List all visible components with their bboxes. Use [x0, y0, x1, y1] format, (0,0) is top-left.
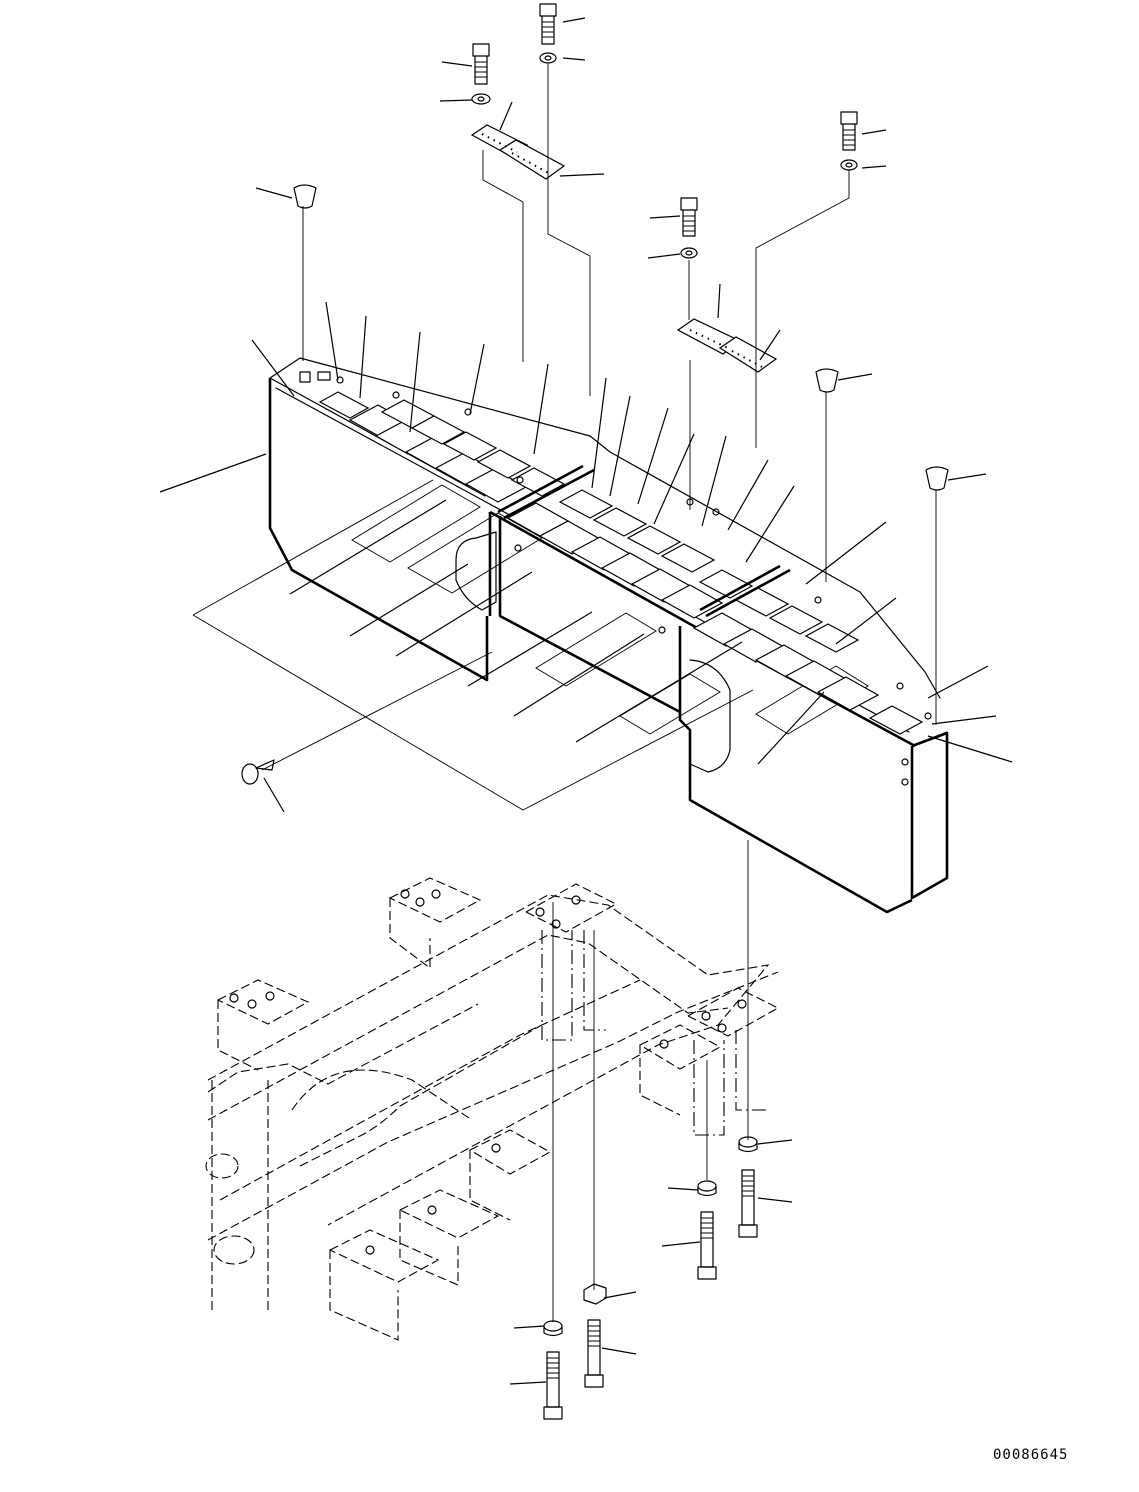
washer-icon: [697, 1180, 717, 1197]
bolt-icon: [584, 1319, 604, 1388]
callout-leaders: [159, 17, 1013, 1385]
assembly-lines: [192, 64, 937, 1322]
cutout-window: [689, 659, 731, 773]
washer-icon: [543, 1320, 563, 1337]
bottom-hardware-group: [543, 1136, 758, 1420]
washer-icon: [840, 159, 858, 171]
rubber-plug-icon: [293, 184, 317, 209]
floor-plates: [299, 371, 932, 735]
cover-assembly: [268, 357, 949, 914]
cutout-window: [455, 531, 497, 611]
screw-icon: [241, 759, 275, 785]
rubber-plug-icon: [815, 368, 839, 393]
revolving-frame: [205, 877, 780, 1341]
bolt-icon: [472, 43, 490, 85]
washer-icon: [539, 52, 557, 64]
floor-plate: [676, 318, 778, 373]
bolt-icon: [738, 1169, 758, 1238]
rubber-plug-icon: [925, 466, 949, 491]
drawing-code: 00086645: [993, 1447, 1069, 1463]
floor-plate: [470, 124, 566, 180]
nut-icon: [583, 1283, 607, 1305]
bolt-icon: [697, 1211, 717, 1280]
washer-icon: [471, 93, 491, 105]
bolt-icon: [840, 111, 858, 151]
washer-icon: [680, 247, 698, 259]
bolt-icon: [539, 3, 557, 45]
washer-icon: [738, 1136, 758, 1153]
bolt-icon: [543, 1351, 563, 1420]
bolt-icon: [680, 197, 698, 237]
